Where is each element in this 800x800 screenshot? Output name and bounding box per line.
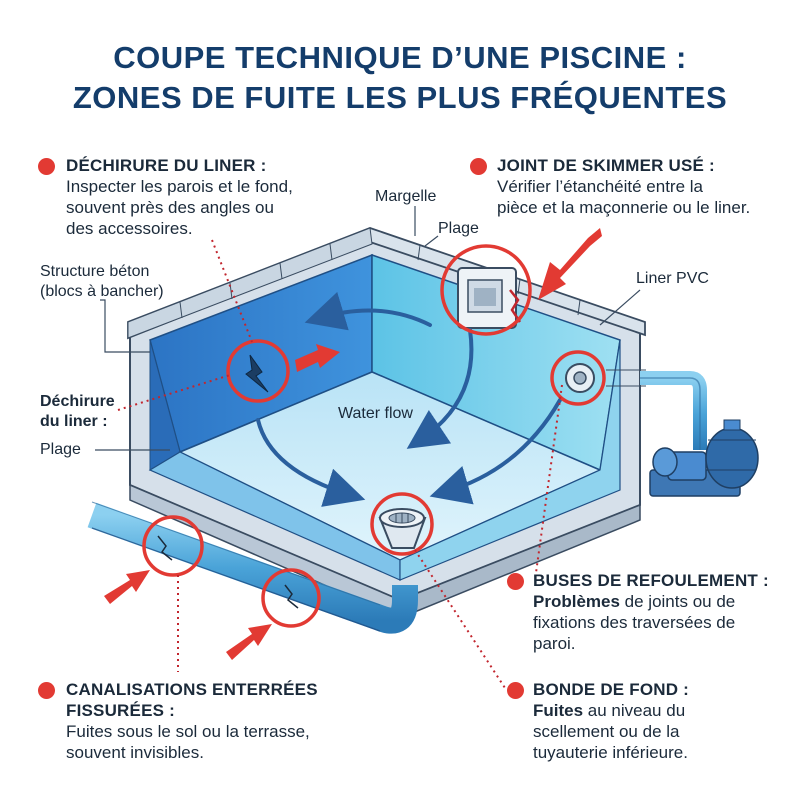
callout-bonde-keyword: Fuites: [533, 701, 584, 720]
callout-canalisations-line: souvent invisibles.: [66, 743, 204, 762]
coping-stones: [127, 227, 646, 340]
callout-buses-line: fixations des traversées de: [533, 613, 736, 632]
alert-dot-liner: [38, 158, 55, 175]
main-drain: [378, 508, 427, 549]
callout-liner-line: souvent près des angles ou: [66, 198, 274, 217]
pool-pump: [649, 419, 759, 497]
callout-bonde-line-rest: au niveau du: [583, 701, 686, 720]
alert-dot-buses: [507, 573, 524, 590]
skimmer: [457, 267, 522, 329]
callout-liner-tear: DÉCHIRURE DU LINER : Inspecter les paroi…: [66, 155, 293, 239]
label-margelle: Margelle: [375, 188, 437, 205]
callout-bonde-line: scellement ou de la: [533, 722, 680, 741]
callout-buses-line: paroi.: [533, 634, 576, 653]
underground-pipe: [87, 501, 418, 634]
water-flow-arrows: [256, 291, 562, 507]
callout-canalisations-heading-2: FISSURÉES :: [66, 701, 175, 720]
callout-buses-keyword: Problèmes: [533, 592, 620, 611]
label-structure-line-2: (blocs à bancher): [40, 283, 164, 300]
label-plage-top: Plage: [438, 220, 479, 237]
label-dechirure-line-1: Déchirure: [40, 393, 115, 410]
alert-arrows: [104, 228, 602, 660]
callout-skimmer-heading: JOINT DE SKIMMER USÉ :: [497, 156, 715, 175]
label-plage-left: Plage: [40, 441, 81, 458]
page-title-line-2: ZONES DE FUITE LES PLUS FRÉQUENTES: [72, 80, 728, 115]
callout-bonde-line: Fuites au niveau du: [533, 700, 689, 721]
alert-dot-canalisations: [38, 682, 55, 699]
alert-dot-bonde: [507, 682, 524, 699]
callout-return-nozzles: BUSES DE REFOULEMENT : Problèmes de join…: [533, 570, 769, 654]
page-title-line-1: COUPE TECHNIQUE D’UNE PISCINE :: [113, 40, 687, 75]
callout-bonde-heading: BONDE DE FOND :: [533, 680, 689, 699]
label-dechirure-line-2: du liner :: [40, 413, 108, 430]
return-nozzle: [565, 363, 595, 393]
callout-buses-line-rest: de joints ou de: [619, 592, 736, 611]
callout-buses-heading: BUSES DE REFOULEMENT :: [533, 571, 769, 590]
callout-skimmer-joint: JOINT DE SKIMMER USÉ : Vérifier l’étanch…: [497, 155, 750, 218]
callout-liner-line: Inspecter les parois et le fond,: [66, 177, 293, 196]
label-structure-line-1: Structure béton: [40, 263, 150, 280]
label-water-flow: Water flow: [338, 405, 413, 422]
callout-skimmer-line: Vérifier l’étanchéité entre la: [497, 177, 704, 196]
callout-canalisations-line: Fuites sous le sol ou la terrasse,: [66, 722, 310, 741]
callout-canalisations-heading-1: CANALISATIONS ENTERRÉES: [66, 680, 318, 699]
callout-skimmer-line: pièce et la maçonnerie ou le liner.: [497, 198, 751, 217]
pool-water: [148, 253, 621, 581]
callout-buses-line: Problèmes de joints ou de: [533, 591, 769, 612]
label-liner-pvc: Liner PVC: [636, 270, 709, 287]
callout-underground-pipes: CANALISATIONS ENTERRÉES FISSURÉES : Fuit…: [66, 679, 318, 763]
pump-pipe: [606, 369, 707, 450]
callout-liner-line: des accessoires.: [66, 219, 193, 238]
label-lines: [95, 206, 641, 451]
callout-liner-heading: DÉCHIRURE DU LINER :: [66, 156, 267, 175]
leak-circles: [142, 244, 606, 628]
leader-lines: [117, 239, 563, 689]
liner-tear-mark: [245, 354, 269, 393]
callout-bonde-line: tuyauterie inférieure.: [533, 743, 688, 762]
callout-main-drain: BONDE DE FOND : Fuites au niveau du scel…: [533, 679, 689, 763]
alert-dot-skimmer: [470, 158, 487, 175]
